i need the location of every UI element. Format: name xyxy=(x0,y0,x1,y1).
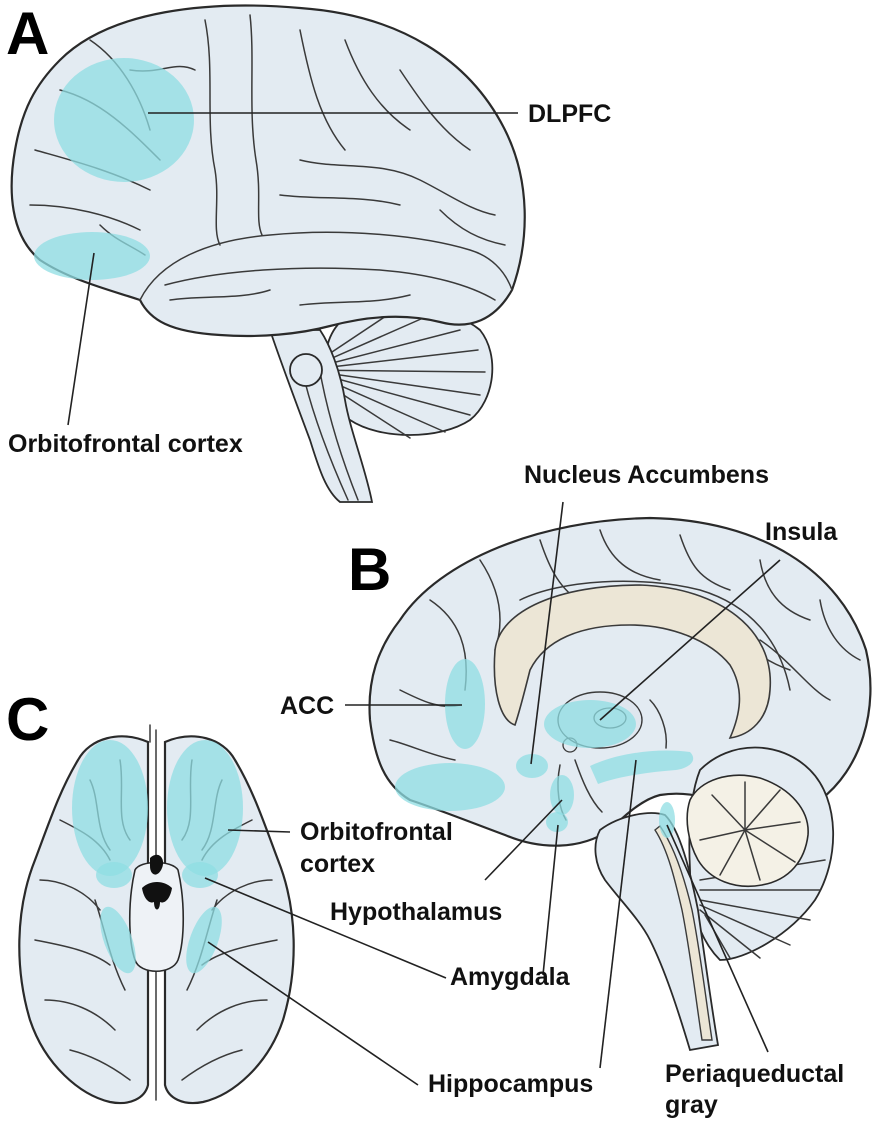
panel-a-orbitofrontal-highlight xyxy=(34,232,150,280)
panel-c-right-amygdala-highlight xyxy=(182,862,218,888)
panel-b-orbitofrontal-highlight xyxy=(395,763,505,811)
label-orbitofrontal-line2: cortex xyxy=(300,850,375,878)
label-hippocampus: Hippocampus xyxy=(428,1070,593,1098)
label-nucleus-accumbens: Nucleus Accumbens xyxy=(524,461,769,489)
label-periaqueductal-line1: Periaqueductal xyxy=(665,1060,844,1088)
label-acc: ACC xyxy=(280,692,334,720)
label-orbitofrontal-cortex-a: Orbitofrontal cortex xyxy=(8,430,243,458)
panel-a-dlpfc-highlight xyxy=(54,58,194,182)
panel-c-left-amygdala-highlight xyxy=(96,862,132,888)
panel-b-letter: B xyxy=(348,536,391,603)
panel-c-right-orbitofrontal-highlight xyxy=(167,740,243,876)
panel-a-pons-circle xyxy=(290,354,322,386)
panel-a-letter: A xyxy=(6,0,49,67)
panel-c-brainstem xyxy=(130,863,184,972)
panel-c-left-orbitofrontal-highlight xyxy=(72,740,148,876)
label-insula: Insula xyxy=(765,518,838,546)
panel-b-periaqueductal-highlight xyxy=(659,802,675,838)
label-orbitofrontal-line1: Orbitofrontal xyxy=(300,818,453,846)
label-hypothalamus: Hypothalamus xyxy=(330,898,502,926)
panel-b-acc-highlight xyxy=(445,659,485,749)
label-dlpfc: DLPFC xyxy=(528,100,611,128)
panel-b-insula-highlight xyxy=(544,700,636,748)
label-amygdala: Amygdala xyxy=(450,963,571,991)
panel-a: A DLPFC Orbitofrontal cortex xyxy=(6,0,611,502)
panel-b: B Nucleus Accumbens Insula ACC Hypothala… xyxy=(280,461,870,1119)
panel-b-amygdala-leader xyxy=(543,825,558,975)
label-periaqueductal-line2: gray xyxy=(665,1091,718,1119)
panel-c-letter: C xyxy=(6,686,49,753)
